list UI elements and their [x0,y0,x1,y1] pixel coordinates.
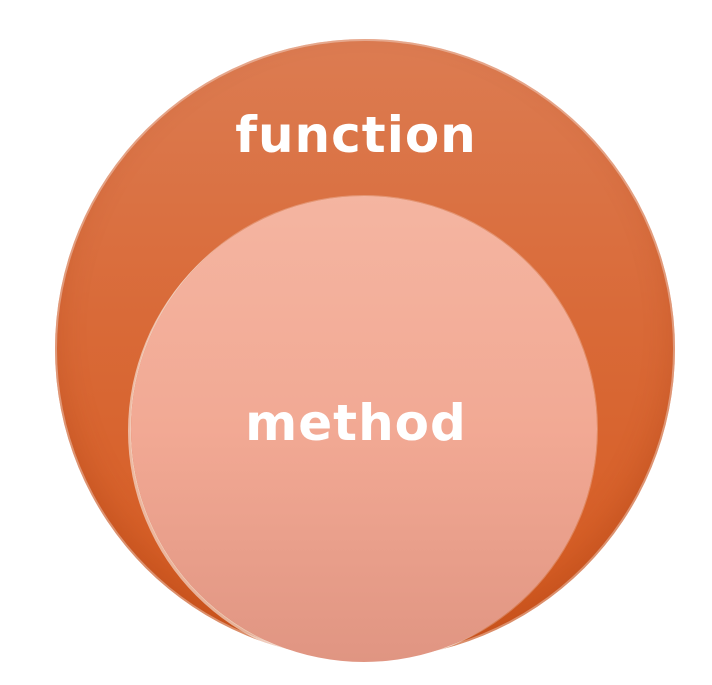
function-label: function [235,106,477,164]
method-circle [131,196,597,662]
method-label: method [245,394,467,452]
